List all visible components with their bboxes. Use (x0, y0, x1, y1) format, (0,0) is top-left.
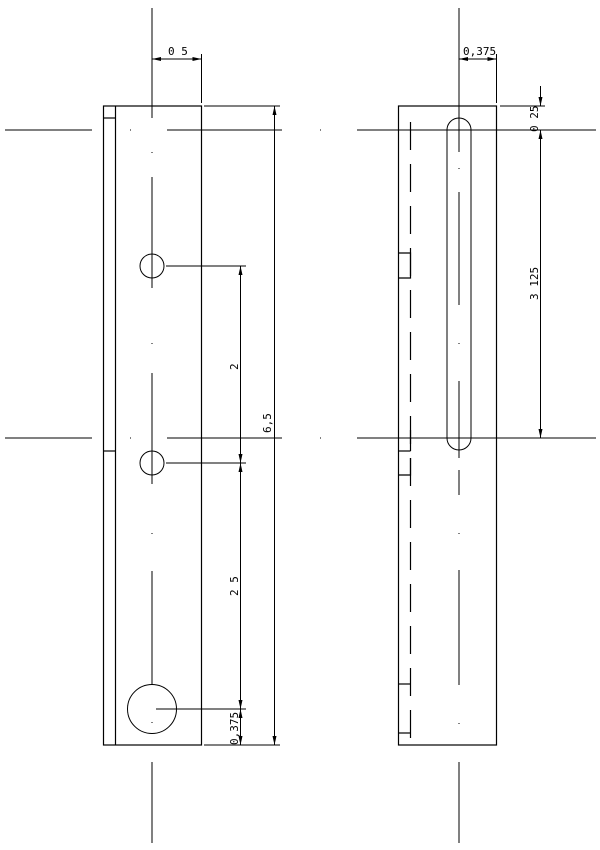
dim-side-top-offset: 0 25 (528, 106, 541, 133)
dim-front-hole-spacing: 2 (228, 363, 241, 370)
dim-side-slot-length: 3 125 (528, 267, 541, 300)
front-view (102, 8, 203, 843)
dim-side-slot-offset: 0,375 (463, 45, 496, 58)
tab-upper (398, 252, 412, 279)
hole-small-top (139, 253, 165, 279)
tab-middle (398, 458, 412, 476)
dim-front-total-height: 6,5 (261, 413, 274, 433)
front-bar-outline (102, 105, 203, 746)
dim-front-lower-spacing: 2 5 (228, 576, 241, 596)
side-bar-outline (397, 105, 498, 746)
side-view (397, 8, 498, 843)
hole-small-middle (139, 450, 165, 476)
dim-front-width: 0 5 (168, 45, 188, 58)
front-dimensions: 0 5 6,5 2 2 5 0,375 (152, 45, 280, 746)
side-dimensions: 0,375 0 25 3 125 (459, 45, 545, 438)
horizontal-centerlines (5, 129, 596, 439)
dim-front-bottom-offset: 0,375 (228, 712, 241, 745)
slot-outline (446, 117, 472, 451)
